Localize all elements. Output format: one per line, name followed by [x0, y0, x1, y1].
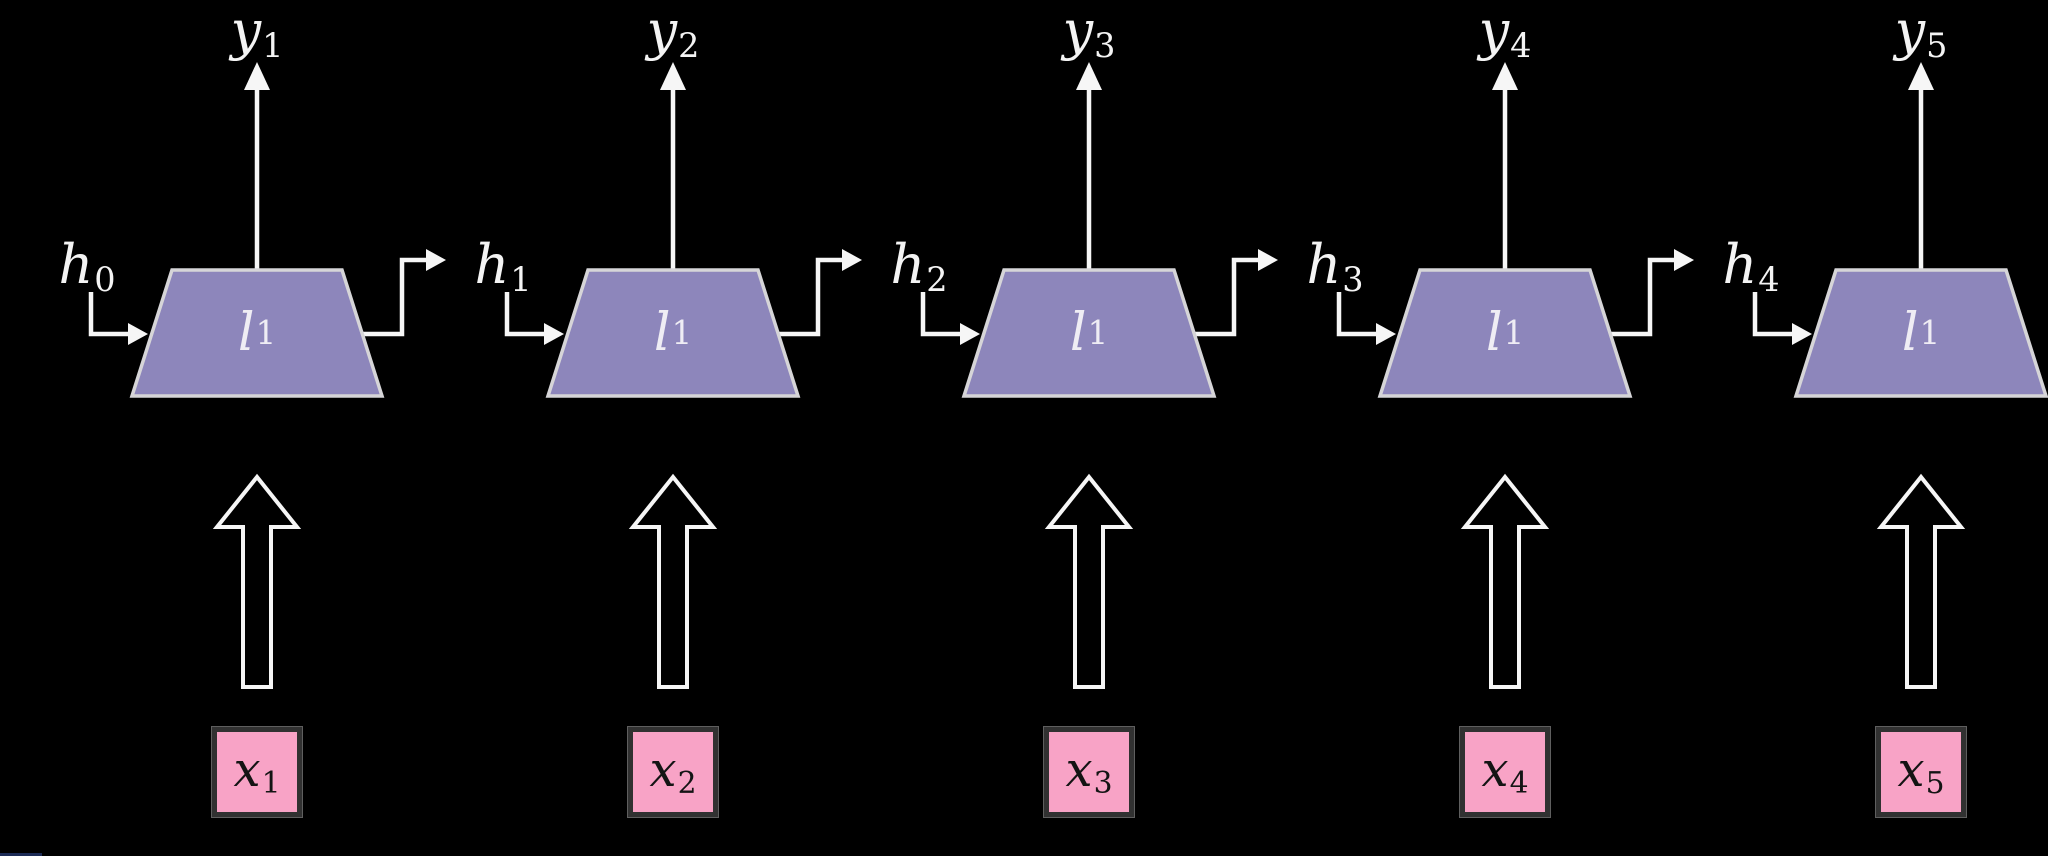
- input-label: x5: [1897, 741, 1945, 801]
- bottom-left-sliver: [0, 853, 42, 856]
- output-arrow-head-icon: [660, 62, 686, 90]
- cell-trapezoid: [129, 268, 385, 398]
- input-hollow-arrow-icon: [1876, 473, 1966, 689]
- hidden-state-in-arrowhead-icon: [128, 323, 148, 345]
- hidden-state-out-elbow: [1192, 257, 1259, 337]
- input-label: x4: [1481, 741, 1529, 801]
- hidden-state-out-elbow: [776, 257, 843, 337]
- unit-3-shapes: [920, 62, 1278, 689]
- hidden-state-label: h4: [1722, 233, 1780, 300]
- input-hollow-arrow-icon: [1044, 473, 1134, 689]
- unit-4-shapes: [1336, 62, 1694, 689]
- hidden-state-in-arrowhead-icon: [1376, 323, 1396, 345]
- input-box: x5: [1875, 726, 1967, 818]
- input-label: x3: [1065, 741, 1113, 801]
- hidden-state-out-elbow: [1608, 257, 1675, 337]
- input-hollow-arrow-icon: [628, 473, 718, 689]
- hidden-state-label: h2: [890, 233, 948, 300]
- cell-trapezoid: [1793, 268, 2048, 398]
- output-arrow-head-icon: [1492, 62, 1518, 90]
- hidden-state-out-arrow: [1192, 249, 1278, 337]
- hidden-state-label: h1: [474, 233, 532, 300]
- output-arrow-head-icon: [1908, 62, 1934, 90]
- input-box: x2: [627, 726, 719, 818]
- hidden-state-out-arrowhead-icon: [842, 249, 862, 271]
- input-box: x1: [211, 726, 303, 818]
- hidden-state-out-arrowhead-icon: [1674, 249, 1694, 271]
- cell-trapezoid: [961, 268, 1217, 398]
- output-label: y1: [230, 0, 284, 66]
- hidden-state-in-elbow: [88, 292, 129, 337]
- hidden-state-out-arrowhead-icon: [1258, 249, 1278, 271]
- hidden-state-in-arrowhead-icon: [960, 323, 980, 345]
- hidden-state-out-elbow: [360, 257, 427, 337]
- hidden-state-in-elbow: [1336, 292, 1377, 337]
- hidden-state-out-arrowhead-icon: [426, 249, 446, 271]
- unit-5-shapes: [1752, 62, 2048, 689]
- hidden-state-in-elbow: [504, 292, 545, 337]
- hidden-state-out-arrow: [360, 249, 446, 337]
- unit-1-shapes: [88, 62, 446, 689]
- hidden-state-out-arrow: [1608, 249, 1694, 337]
- cell-trapezoid: [545, 268, 801, 398]
- hidden-state-in-arrowhead-icon: [1792, 323, 1812, 345]
- input-hollow-arrow-icon: [212, 473, 302, 689]
- output-label: y4: [1478, 0, 1532, 66]
- hidden-state-in-elbow: [920, 292, 961, 337]
- input-hollow-arrow-icon: [1460, 473, 1550, 689]
- output-label: y5: [1894, 0, 1948, 66]
- output-label: y3: [1062, 0, 1116, 66]
- input-label: x1: [233, 741, 281, 801]
- hidden-state-in-arrowhead-icon: [544, 323, 564, 345]
- input-box: x3: [1043, 726, 1135, 818]
- unit-2-shapes: [504, 62, 862, 689]
- output-label: y2: [646, 0, 700, 66]
- hidden-state-in-elbow: [1752, 292, 1793, 337]
- hidden-state-label: h3: [1306, 233, 1364, 300]
- hidden-state-out-arrow: [776, 249, 862, 337]
- cell-trapezoid: [1377, 268, 1633, 398]
- hidden-state-label: h0: [58, 233, 116, 300]
- input-box: x4: [1459, 726, 1551, 818]
- output-arrow-head-icon: [244, 62, 270, 90]
- input-label: x2: [649, 741, 697, 801]
- output-arrow-head-icon: [1076, 62, 1102, 90]
